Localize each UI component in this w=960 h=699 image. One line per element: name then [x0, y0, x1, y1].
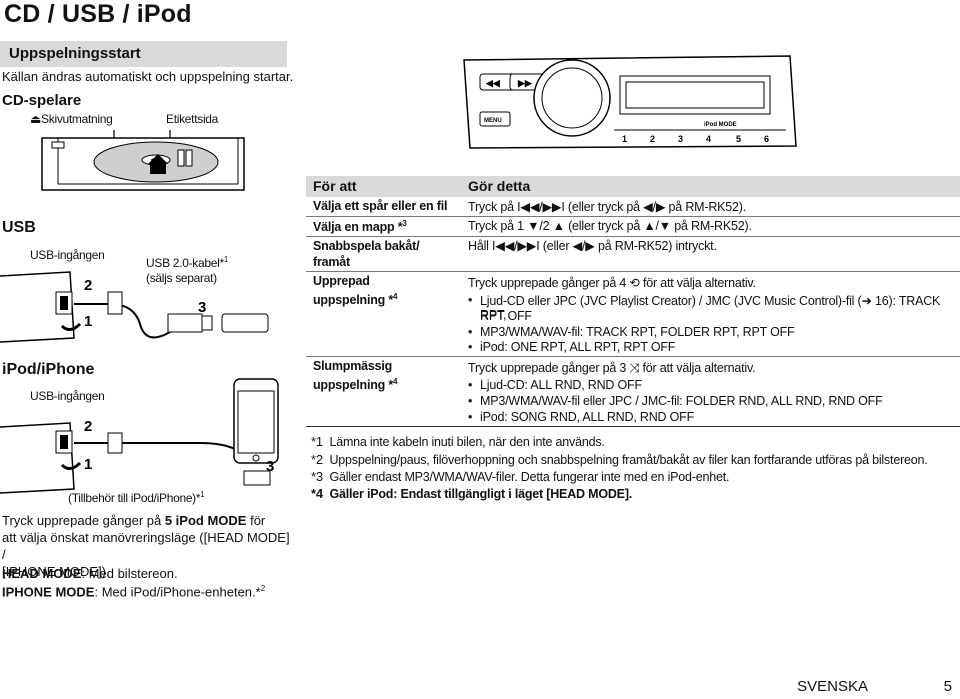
row-folder-label: Välja en mapp *3 — [313, 219, 407, 235]
row-skip-action: Tryck på I◀◀/▶▶I (eller tryck på ◀/▶ på … — [468, 200, 747, 214]
eject-label: ⏏Skivutmatning — [30, 112, 113, 126]
ipod-mode-label: iPod MODE — [704, 122, 737, 128]
footnote-4: *4 Gäller iPod: Endast tillgängligt i lä… — [311, 486, 633, 501]
cd-heading: CD-spelare — [2, 92, 82, 109]
cd-device-illustration — [41, 130, 245, 191]
footnote-2: *2 Uppspelning/paus, filöverhoppning och… — [311, 452, 928, 467]
usb-cable-label: USB 2.0-kabel*1 — [146, 255, 228, 270]
preset-5: 5 — [736, 134, 741, 144]
usb-connection-illustration: 2 1 3 — [0, 271, 269, 343]
row-ffrew-action: Håll I◀◀/▶▶I (eller ◀/▶ på RM-RK52) intr… — [468, 239, 717, 253]
head-mode-line: HEAD MODE: Med bilstereon. — [2, 566, 178, 581]
footnote-1: *1 Lämna inte kabeln inuti bilen, när de… — [311, 434, 605, 449]
usb-heading: USB — [2, 219, 36, 236]
random-bullet-2: MP3/WMA/WAV-fil eller JPC / JMC-fil: FOL… — [468, 394, 883, 408]
random-bullet-1: Ljud-CD: ALL RND, RND OFF — [468, 378, 642, 392]
preset-4: 4 — [706, 134, 711, 144]
preset-2: 2 — [650, 134, 655, 144]
row-random-action: Tryck upprepade gånger på 3 ⤨ för att vä… — [468, 361, 756, 375]
ipod-instructions: Tryck upprepade gånger på 5 iPod MODE fö… — [2, 513, 290, 579]
row-skip-label: Välja ett spår eller en fil — [313, 199, 448, 213]
eject-icon: ⏏ — [30, 112, 42, 126]
preset-6: 6 — [764, 134, 769, 144]
row-folder-action: Tryck på 1 ▼/2 ▲ (eller tryck på ▲/▼ på … — [468, 219, 752, 233]
ipod-input-label: USB-ingången — [30, 389, 105, 403]
table-divider — [306, 236, 960, 237]
page-number: 5 — [943, 678, 952, 695]
table-divider — [306, 216, 960, 217]
usb-step-3: 3 — [198, 299, 206, 316]
table-bottom-rule — [306, 426, 960, 427]
footer-language: SVENSKA — [797, 678, 868, 695]
usb-step-1: 1 — [84, 313, 92, 330]
table-header-bar — [306, 176, 960, 197]
section-heading: Uppspelningsstart — [9, 45, 141, 62]
random-bullet-3: iPod: SONG RND, ALL RND, RND OFF — [468, 410, 694, 424]
iphone-mode-line: IPHONE MODE: Med iPod/iPhone-enheten.*2 — [2, 584, 266, 600]
ipod-step-1: 1 — [84, 456, 92, 473]
footnote-3: *3 Gäller endast MP3/WMA/WAV-filer. Dett… — [311, 469, 730, 484]
usb-step-2: 2 — [84, 277, 92, 294]
svg-text:◀◀: ◀◀ — [485, 78, 501, 88]
head-unit-illustration: ◀◀ ▶▶ MENU iPod MODE 1 2 3 4 5 6 — [463, 55, 797, 149]
table-col-1-header: För att — [313, 178, 357, 194]
svg-text:▶▶: ▶▶ — [517, 78, 533, 88]
row-ffrew-label: Snabbspela bakåt/framåt — [313, 239, 420, 269]
section-header-bar — [0, 41, 287, 67]
repeat-bullet-3: iPod: ONE RPT, ALL RPT, RPT OFF — [468, 340, 675, 354]
table-col-2-header: Gör detta — [468, 178, 531, 194]
ipod-connection-illustration: 2 1 3 — [0, 378, 279, 494]
usb-cable-sold-label: (säljs separat) — [146, 271, 217, 285]
repeat-bullet-1-cont: RPT OFF — [480, 309, 532, 323]
ipod-step-3: 3 — [266, 458, 274, 475]
label-side-label: Etikettsida — [166, 112, 219, 126]
repeat-bullet-1: Ljud-CD eller JPC (JVC Playlist Creator)… — [468, 293, 960, 322]
row-repeat-action: Tryck upprepade gånger på 4 ⟲ för att vä… — [468, 276, 756, 290]
page-title: CD / USB / iPod — [4, 0, 192, 28]
menu-button-label: MENU — [484, 118, 502, 124]
table-divider — [306, 271, 960, 272]
usb-input-label: USB-ingången — [30, 248, 105, 262]
repeat-bullet-2: MP3/WMA/WAV-fil: TRACK RPT, FOLDER RPT, … — [468, 325, 795, 339]
ipod-step-2: 2 — [84, 418, 92, 435]
intro-text: Källan ändras automatiskt och uppspelnin… — [2, 69, 294, 84]
ipod-heading: iPod/iPhone — [2, 361, 95, 378]
ipod-accessory-label: (Tillbehör till iPod/iPhone)*1 — [68, 490, 205, 505]
preset-1: 1 — [622, 134, 627, 144]
table-divider — [306, 356, 960, 357]
preset-3: 3 — [678, 134, 683, 144]
